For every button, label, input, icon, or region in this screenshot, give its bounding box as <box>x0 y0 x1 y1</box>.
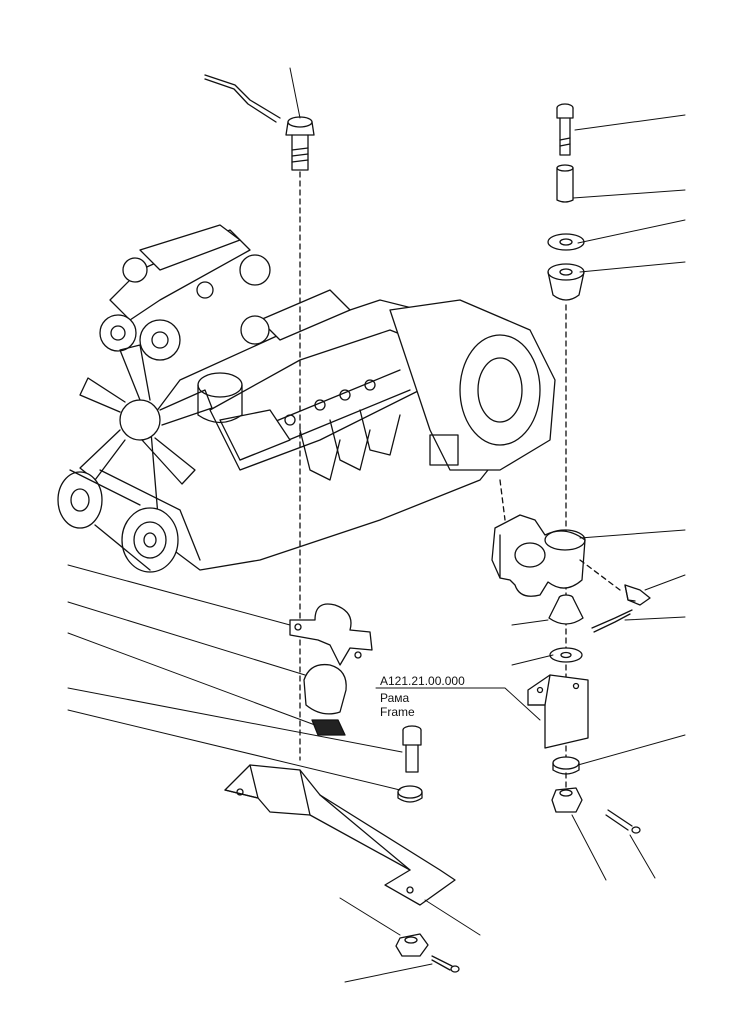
rubber-cushion-lower <box>548 594 584 625</box>
washer-bottom <box>552 756 580 775</box>
rubber-cushion-top <box>547 263 585 301</box>
clamp <box>289 603 373 666</box>
washer-left <box>397 785 423 803</box>
bolt-bracket <box>624 584 651 606</box>
frame-name-ru: Рама <box>380 691 410 705</box>
frame-part-number: A121.21.00.000 <box>380 674 465 688</box>
wedge <box>311 719 346 736</box>
cotter-pin-right <box>605 809 641 834</box>
clamp-pad <box>303 663 347 715</box>
washer-top <box>547 233 585 251</box>
cotter-pin-bracket <box>591 609 633 633</box>
bolt-top-left <box>285 116 315 171</box>
nut-left <box>395 933 429 957</box>
frame-bracket <box>527 674 589 749</box>
bolt-top-right <box>556 103 574 156</box>
bolt-left <box>402 725 422 773</box>
engine-assembly <box>57 224 556 573</box>
engine-bracket <box>491 514 586 597</box>
frame-name-en: Frame <box>380 705 415 719</box>
leader-lines <box>67 67 686 983</box>
nut-right <box>551 787 583 813</box>
sleeve <box>556 164 574 203</box>
cotter-pin-left <box>431 955 460 973</box>
washer-lower <box>549 647 583 663</box>
cotter-pin-top-left <box>204 74 281 123</box>
frame-crossmember <box>224 764 456 906</box>
